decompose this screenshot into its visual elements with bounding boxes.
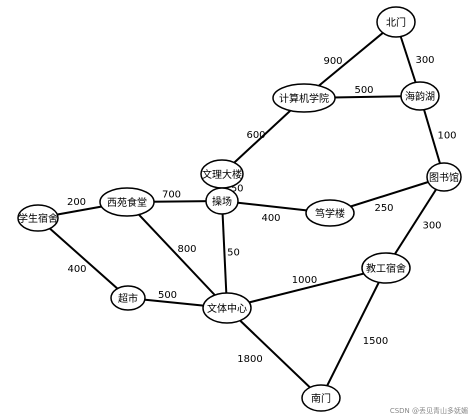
edge-tushuguan-jiaogong: [385, 176, 445, 269]
node-nanmen: 南门: [301, 384, 341, 412]
node-xiyuan: 西苑食堂: [99, 187, 155, 217]
edge-weight-label: 100: [437, 131, 456, 142]
node-label: 学生宿舍: [18, 212, 58, 225]
node-jiaogong: 教工宿舍: [361, 252, 411, 284]
edge-weight-label: 500: [158, 290, 177, 301]
node-ellipse: [426, 162, 462, 192]
node-ellipse: [99, 187, 155, 217]
node-wenti: 文体中心: [202, 292, 252, 324]
node-label: 超市: [118, 292, 138, 305]
node-ellipse: [202, 292, 252, 324]
edge-weight-label: 600: [246, 130, 265, 141]
node-chaoshi: 超市: [110, 285, 146, 311]
edge-weight-label: 900: [323, 56, 342, 67]
node-label: 教工宿舍: [366, 262, 406, 275]
node-ellipse: [361, 252, 411, 284]
edge-caochang-wenti: [221, 200, 228, 309]
node-ellipse: [400, 81, 440, 111]
node-caochang: 操场: [205, 187, 239, 215]
node-label: 操场: [212, 195, 232, 208]
edge-wenti-jiaogong: [226, 267, 387, 309]
edge-weight-label: 700: [162, 190, 181, 201]
node-wenli: 文理大楼: [200, 159, 244, 189]
node-label: 文理大楼: [202, 168, 242, 181]
node-tushuguan: 图书馆: [426, 162, 462, 192]
edge-weight-label: 400: [261, 213, 280, 224]
node-duxue: 笃学楼: [305, 199, 355, 227]
node-xuesheng: 学生宿舍: [17, 204, 59, 232]
edge-wenti-nanmen: [226, 307, 322, 399]
edge-weight-label: 300: [415, 55, 434, 66]
edge-jiaogong-nanmen: [320, 267, 387, 399]
node-haiyunhu: 海韵湖: [400, 81, 440, 111]
edge-xiyuan-wenti: [126, 201, 228, 309]
node-label: 文体中心: [207, 302, 247, 315]
edge-weight-label: 300: [422, 221, 441, 232]
edge-weight-label: 1000: [292, 275, 317, 286]
edge-weight-label: 1500: [363, 336, 388, 347]
node-ellipse: [17, 204, 59, 232]
node-ellipse: [205, 187, 239, 215]
node-label: 北门: [386, 16, 406, 29]
node-ellipse: [110, 285, 146, 311]
node-beimen: 北门: [376, 6, 416, 38]
edge-weight-label: 150: [224, 184, 243, 195]
node-label: 西苑食堂: [107, 196, 147, 209]
node-label: 图书馆: [429, 171, 459, 184]
node-label: 笃学楼: [315, 207, 345, 220]
node-ellipse: [305, 199, 355, 227]
node-label: 海韵湖: [405, 90, 435, 103]
node-label: 南门: [311, 392, 331, 405]
node-ellipse: [376, 6, 416, 38]
edge-weight-label: 200: [67, 197, 86, 208]
weights-layer: 900 300 500 100 600 150 700 400 250 300 200 800 50 40…: [67, 55, 457, 365]
edge-weight-label: 500: [354, 85, 373, 96]
watermark: CSDN @丢见青山多妩媚: [389, 407, 468, 415]
node-ellipse: [272, 83, 336, 113]
node-label: 计算机学院: [279, 92, 329, 105]
edge-weight-label: 250: [374, 203, 393, 214]
edge-weight-label: 50: [227, 248, 240, 259]
edge-weight-label: 800: [177, 244, 196, 255]
edge-xuesheng-chaoshi: [37, 217, 129, 299]
node-ellipse: [301, 384, 341, 412]
edge-weight-label: 400: [67, 264, 86, 275]
edge-weight-label: 1800: [237, 354, 262, 365]
node-jisuanji: 计算机学院: [272, 83, 336, 113]
